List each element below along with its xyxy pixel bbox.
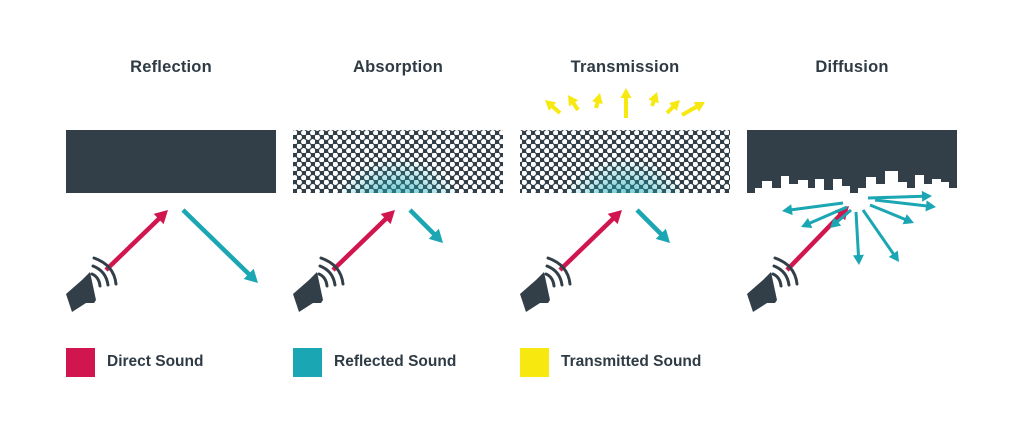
speaker-icon (293, 256, 345, 312)
direct-sound-arrow (558, 210, 622, 272)
direct-sound-swatch (66, 347, 95, 377)
reflected-sound-arrow (635, 208, 670, 243)
direct-sound-arrow (785, 206, 849, 272)
legend-direct-sound: Direct Sound (66, 347, 203, 377)
speaker-icon (747, 256, 799, 312)
legend-label-reflected: Reflected Sound (334, 353, 457, 370)
diffused-sound-arrow (830, 208, 852, 228)
transmitted-sound-arrow (681, 102, 705, 117)
direct-sound-arrow (331, 210, 395, 272)
title-absorption: Absorption (353, 58, 443, 76)
transmitted-sound-arrow (592, 93, 603, 109)
sound-arrows (104, 88, 936, 283)
transmitted-sound-swatch (520, 347, 549, 377)
diffused-sound-arrow (867, 190, 932, 202)
direct-sound-arrow (104, 210, 168, 272)
solid-wall (66, 130, 276, 193)
speaker-icon (66, 256, 118, 312)
speaker-icon (520, 256, 572, 312)
perforated-panel-absorption (293, 130, 503, 193)
reflected-sound-arrow (408, 208, 443, 243)
transmitted-sound-arrow (568, 95, 580, 112)
speakers (66, 256, 799, 312)
diffused-sound-arrow (801, 205, 848, 229)
diffused-sound-arrow (874, 198, 936, 212)
title-diffusion: Diffusion (815, 58, 889, 76)
diffused-sound-arrow (861, 209, 899, 262)
title-reflection: Reflection (130, 58, 212, 76)
legend-transmitted-sound: Transmitted Sound (520, 347, 701, 377)
transmitted-sound-arrow (648, 92, 659, 107)
perforated-panel-transmission (520, 130, 730, 193)
diffused-sound-arrow (852, 211, 864, 265)
legend-reflected-sound: Reflected Sound (293, 347, 456, 377)
transmitted-sound-arrow (620, 88, 632, 118)
diffuser-panel (747, 130, 957, 193)
diffused-sound-arrow (869, 203, 914, 225)
transmitted-sound-arrow (545, 100, 562, 115)
legend-label-direct: Direct Sound (107, 353, 204, 370)
transmitted-sound-arrow (665, 100, 680, 115)
diffused-sound-arrow (782, 201, 844, 216)
legend-label-transmitted: Transmitted Sound (561, 353, 702, 370)
reflected-sound-arrow (181, 208, 258, 283)
reflected-sound-swatch (293, 347, 322, 377)
title-transmission: Transmission (570, 58, 680, 76)
